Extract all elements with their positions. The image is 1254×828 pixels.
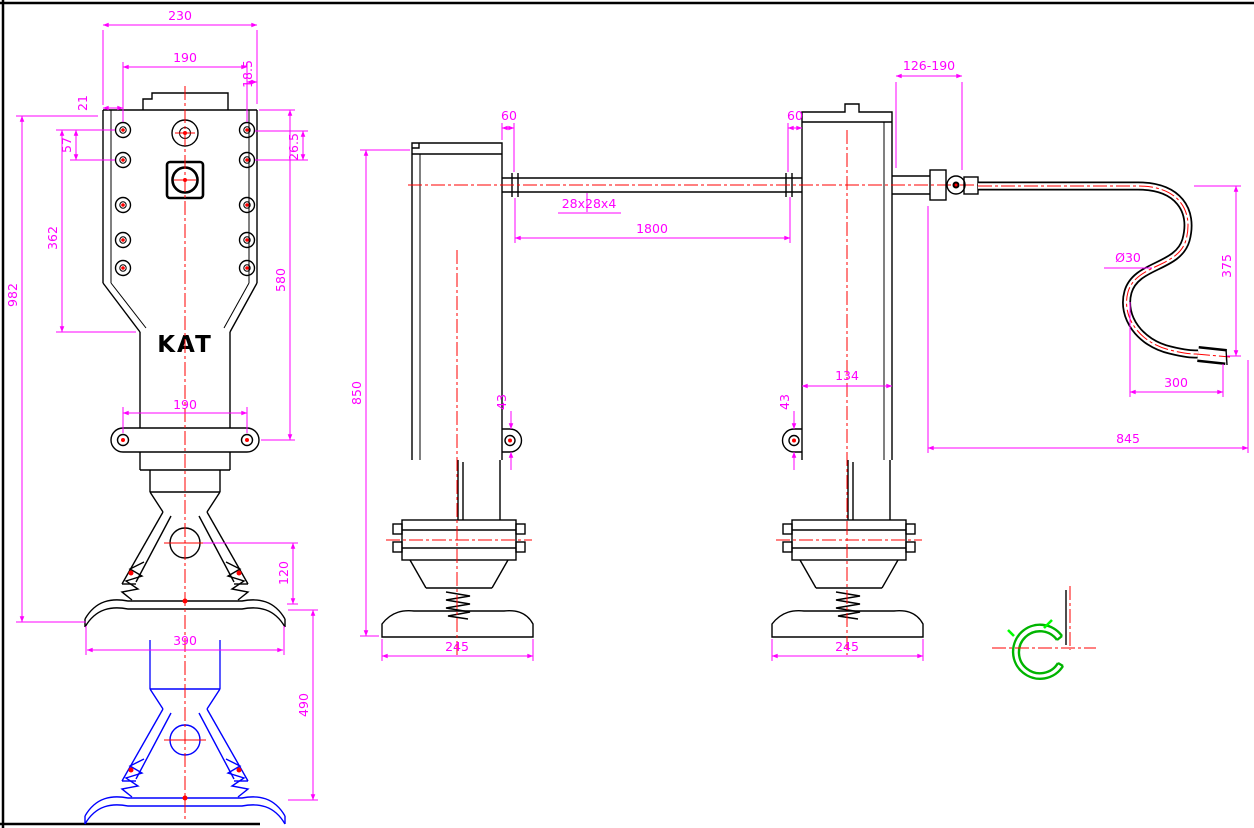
top-cap-plate — [142, 92, 229, 110]
dim-crank-overall: 845 — [1116, 431, 1140, 446]
dim-crank-range: 126-190 — [903, 58, 955, 73]
dim-shaft-section: 28x28x4 — [562, 196, 617, 211]
front-view-dimensions: 230 190 18.5 21 57 26.5 362 580 982 190 … — [5, 8, 318, 801]
dim-ear-width-left: 43 — [494, 394, 509, 410]
dim-bracket-hole-spacing: 190 — [173, 397, 197, 412]
crank-rod — [978, 181, 1199, 359]
dim-crank-diameter: Ø30 — [1115, 250, 1141, 265]
brand-label: KAT — [157, 332, 213, 358]
dim-ear-width-right: 43 — [777, 394, 792, 410]
bolt-holes — [114, 121, 256, 277]
dim-foot-depth-right: 245 — [835, 639, 859, 654]
universal-joint — [946, 175, 966, 195]
front-center-marks — [121, 86, 249, 822]
dim-side-offset: 26.5 — [286, 133, 301, 161]
dim-shaft-stub-left: 60 — [501, 108, 517, 123]
dim-upper-hole-span: 362 — [45, 226, 60, 250]
dim-shaft-length: 1800 — [636, 221, 668, 236]
dim-pivot-to-ground: 120 — [276, 561, 291, 585]
dim-outer-width: 230 — [168, 8, 192, 23]
ear-right-leg — [781, 428, 802, 453]
dim-shaft-stub-right: 60 — [787, 108, 803, 123]
dim-hole-pitch: 57 — [59, 137, 74, 153]
dim-body-height: 580 — [273, 268, 288, 292]
mounting-plate — [102, 109, 258, 333]
dim-right-edge-offset: 18.5 — [240, 60, 255, 88]
leg-tube-front — [139, 332, 231, 492]
dim-overall-height: 982 — [5, 283, 20, 307]
dim-hole-spacing-width: 190 — [173, 50, 197, 65]
side-center-marks — [386, 130, 978, 655]
dim-left-edge-offset: 21 — [75, 95, 90, 111]
side-view-dimensions: 60 28x28x4 1800 850 43 245 126-190 60 13… — [349, 58, 1249, 661]
dim-tube-width: 134 — [835, 368, 859, 383]
crank-coupling — [929, 169, 947, 201]
dim-crank-drop: 375 — [1219, 254, 1234, 278]
dim-crank-reach: 300 — [1164, 375, 1188, 390]
dim-foot-width: 390 — [173, 633, 197, 648]
dim-leg-height: 850 — [349, 381, 364, 405]
crank-assembly — [892, 169, 1231, 366]
dim-extension-travel: 490 — [296, 693, 311, 717]
crank-handle-detail — [992, 586, 1096, 680]
dim-foot-depth-left: 245 — [445, 639, 469, 654]
left-leg-side-view — [411, 142, 523, 460]
right-leg-side-view — [781, 103, 893, 460]
crank-grip — [1195, 346, 1231, 366]
